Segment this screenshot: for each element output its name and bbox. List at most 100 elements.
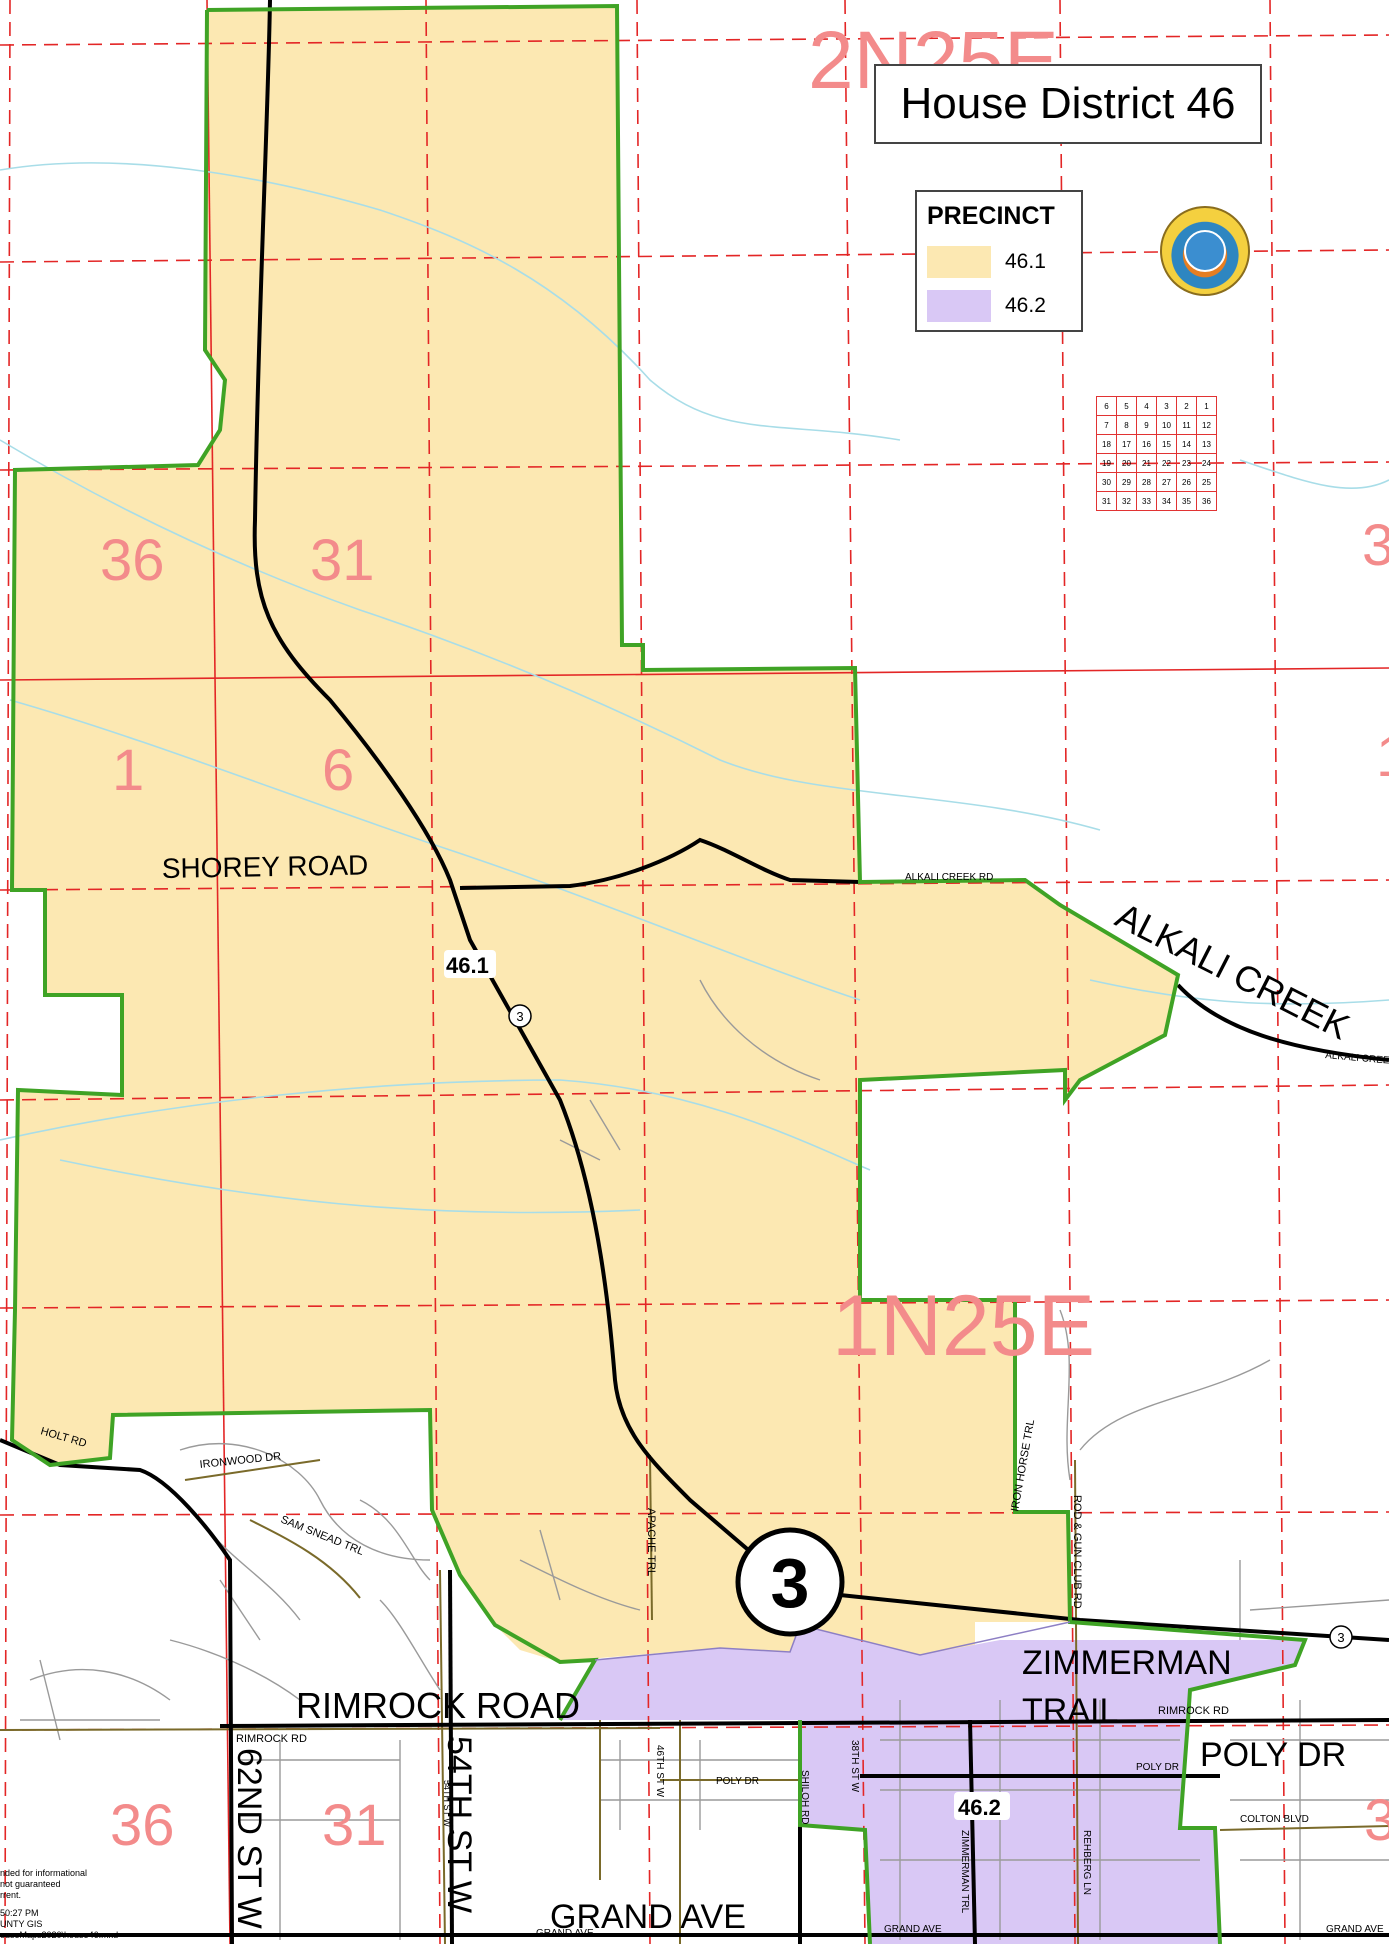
legend-item-46-1: 46.1	[927, 244, 1046, 280]
road-label-grand-ave-small: GRAND AVE	[536, 1928, 594, 1939]
road-label-rehberg-ln: REHBERG LN	[1081, 1830, 1092, 1895]
section-grid-cell: 11	[1176, 415, 1197, 435]
road-label-trail: TRAIL	[1022, 1692, 1118, 1730]
section-grid-cell: 7	[1096, 415, 1117, 435]
road-label-poly-dr-small-2: POLY DR	[1136, 1762, 1179, 1773]
legend-item-46-2: 46.2	[927, 288, 1046, 324]
road-label-apache-trl: APACHE TRL	[645, 1508, 657, 1576]
road-label-alkali-creek-rd-east: ALKALI CREEK	[1325, 1050, 1389, 1067]
section-grid-cell: 23	[1176, 453, 1197, 473]
section-grid-cell: 9	[1136, 415, 1157, 435]
section-grid-cell: 31	[1096, 491, 1117, 511]
section-grid-cell: 26	[1176, 472, 1197, 492]
section-grid-cell: 36	[1196, 491, 1217, 511]
section-grid-cell: 29	[1116, 472, 1137, 492]
edge-section-label-bottom: 3	[1364, 1788, 1389, 1853]
road-label-zimmerman: ZIMMERMAN	[1022, 1644, 1232, 1682]
section-grid-cell: 13	[1196, 434, 1217, 454]
minor-roads	[20, 979, 1389, 1940]
section-grid-cell: 12	[1196, 415, 1217, 435]
section-grid-cell: 1	[1196, 396, 1217, 416]
section-grid-cell: 33	[1136, 491, 1157, 511]
section-grid-cell: 25	[1196, 472, 1217, 492]
collector-roads	[0, 1454, 1389, 1944]
precinct-46-1-area	[12, 6, 1178, 1662]
road-label-grand-ave-small-3: GRAND AVE	[1326, 1924, 1384, 1935]
section-grid-cell: 6	[1096, 396, 1117, 416]
precinct-label-46-1: 46.1	[446, 953, 489, 978]
section-label-1: 1	[112, 738, 144, 803]
section-grid-cell: 19	[1096, 453, 1117, 473]
section-label-6: 6	[322, 738, 354, 803]
highway-3-shield-small: 3	[516, 1009, 523, 1024]
road-label-zimmerman-trl: ZIMMERMAN TRL	[959, 1830, 970, 1914]
section-grid-cell: 4	[1136, 396, 1157, 416]
section-grid-cell: 30	[1096, 472, 1117, 492]
road-label-poly-dr-small: POLY DR	[716, 1776, 759, 1787]
road-label-grand-ave-small-2: GRAND AVE	[884, 1924, 942, 1935]
road-label-grand-ave: GRAND AVE	[550, 1898, 746, 1936]
edge-section-label-mid: 1	[1376, 724, 1389, 789]
section-label-36-top: 36	[100, 528, 165, 593]
road-label-46th-st-w: 46TH ST W	[654, 1745, 665, 1798]
svg-text:not guaranteed: not guaranteed	[0, 1879, 61, 1889]
section-grid-cell: 16	[1136, 434, 1157, 454]
section-grid-cell: 27	[1156, 472, 1177, 492]
section-grid-cell: 21	[1136, 453, 1157, 473]
road-label-poly-dr: POLY DR	[1200, 1736, 1346, 1774]
road-label-rimrock-road: RIMROCK ROAD	[296, 1685, 580, 1726]
road-label-shorey-road: SHOREY ROAD	[162, 849, 369, 884]
road-label-rimrock-rd-small: RIMROCK RD	[236, 1733, 307, 1745]
section-grid-cell: 5	[1116, 396, 1137, 416]
road-label-54th-st-w: 54TH ST W	[440, 1736, 478, 1913]
section-grid-cell: 8	[1116, 415, 1137, 435]
township-label-1n25e: 1N25E	[832, 1278, 1095, 1374]
disclaimer-text: nded for informational not guaranteed rr…	[0, 1868, 118, 1940]
section-grid-cell: 15	[1156, 434, 1177, 454]
precinct-46-2-area	[560, 1625, 1305, 1944]
section-grid-cell: 10	[1156, 415, 1177, 435]
svg-text:UNTY GIS: UNTY GIS	[0, 1919, 42, 1929]
road-label-54th-st-w-small: 54TH ST W	[442, 1780, 452, 1827]
yellowstone-county-seal-icon	[1160, 206, 1250, 296]
highway-3-shield-small-east: 3	[1337, 1630, 1344, 1645]
precinct-divider	[594, 1621, 1071, 1661]
section-grid-cell: 22	[1156, 453, 1177, 473]
svg-text:ouseMaps2020\house46.mxd: ouseMaps2020\house46.mxd	[0, 1930, 118, 1940]
road-label-shiloh-rd: SHILOH RD	[799, 1770, 810, 1824]
road-label-38th-st-w: 38TH ST W	[849, 1740, 860, 1793]
legend-label-46-1: 46.1	[1005, 250, 1046, 273]
section-grid-cell: 24	[1196, 453, 1217, 473]
svg-text:50:27 PM: 50:27 PM	[0, 1908, 39, 1918]
road-label-62nd-st-w: 62ND ST W	[230, 1748, 268, 1929]
section-grid-cell: 17	[1116, 434, 1137, 454]
road-label-alkali-creek-rd: ALKALI CREEK RD	[905, 872, 993, 883]
edge-section-label-top: 3	[1362, 513, 1389, 578]
section-grid-cell: 18	[1096, 434, 1117, 454]
road-label-rimrock-rd-east: RIMROCK RD	[1158, 1705, 1229, 1717]
section-grid-cell: 28	[1136, 472, 1157, 492]
section-label-31-bottom: 31	[322, 1793, 387, 1858]
precinct-legend: PRECINCT 46.1 46.2	[915, 190, 1083, 332]
highway-3-shield: 3	[771, 1544, 810, 1622]
district-boundary	[9, 3, 1308, 1944]
streams	[0, 162, 1389, 1214]
section-grid-cell: 34	[1156, 491, 1177, 511]
section-grid-cell: 35	[1176, 491, 1197, 511]
legend-swatch-46-2	[927, 290, 991, 322]
section-grid-cell: 32	[1116, 491, 1137, 511]
precinct-label-46-2: 46.2	[958, 1795, 1001, 1820]
svg-text:rrent.: rrent.	[0, 1890, 21, 1900]
legend-swatch-46-1	[927, 246, 991, 278]
section-label-36-bottom: 36	[110, 1793, 175, 1858]
section-grid-cell: 20	[1116, 453, 1137, 473]
legend-title: PRECINCT	[927, 202, 1055, 230]
road-label-sam-snead-trl: SAM SNEAD TRL	[279, 1514, 365, 1558]
section-label-31-top: 31	[310, 528, 375, 593]
section-grid-cell: 2	[1176, 396, 1197, 416]
legend-label-46-2: 46.2	[1005, 294, 1046, 317]
svg-text:nded for informational: nded for informational	[0, 1868, 87, 1878]
road-label-colton-blvd: COLTON BLVD	[1240, 1814, 1309, 1825]
section-grid-cell: 3	[1156, 396, 1177, 416]
